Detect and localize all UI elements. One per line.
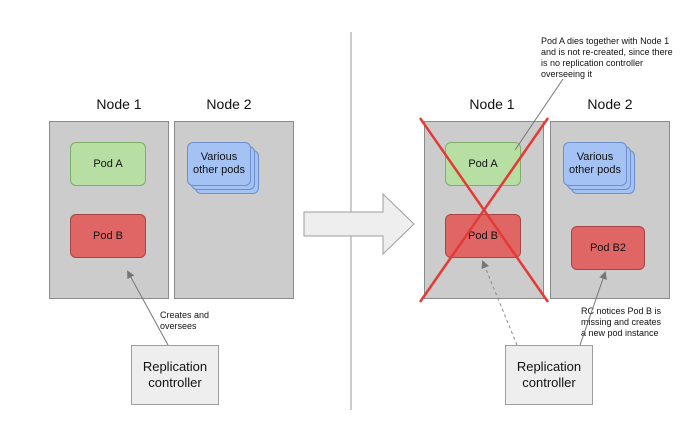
various-other-pods-before: Various other pods xyxy=(187,142,251,186)
pod-b2: Pod B2 xyxy=(571,226,645,270)
node1-box-after: Pod A Pod B xyxy=(424,121,544,299)
replication-controller-before: Replication controller xyxy=(131,345,219,405)
node2-title-before: Node 2 xyxy=(206,96,252,112)
node1-fails-label: Node 1 fails xyxy=(312,211,381,226)
pod-b-before: Pod B xyxy=(70,214,146,258)
node1-box-before: Pod A Pod B xyxy=(49,121,169,299)
pod-a-after: Pod A xyxy=(445,142,521,186)
pod-a-before: Pod A xyxy=(70,142,146,186)
node2-title-after: Node 2 xyxy=(587,96,633,112)
node1-title-before: Node 1 xyxy=(96,96,142,112)
rc-notices-note: RC notices Pod B is missing and creates … xyxy=(581,306,662,338)
node2-box-before: Various other pods xyxy=(174,121,294,299)
pod-b-after: Pod B xyxy=(445,214,521,258)
replication-controller-after: Replication controller xyxy=(505,345,593,405)
node1-title-after: Node 1 xyxy=(469,96,515,112)
creates-oversees-label: Creates and oversees xyxy=(160,310,210,331)
pod-a-dies-note: Pod A dies together with Node 1 and is n… xyxy=(541,36,673,79)
node2-box-after: Various other pods Pod B2 xyxy=(550,121,670,299)
various-other-pods-after: Various other pods xyxy=(563,142,627,186)
